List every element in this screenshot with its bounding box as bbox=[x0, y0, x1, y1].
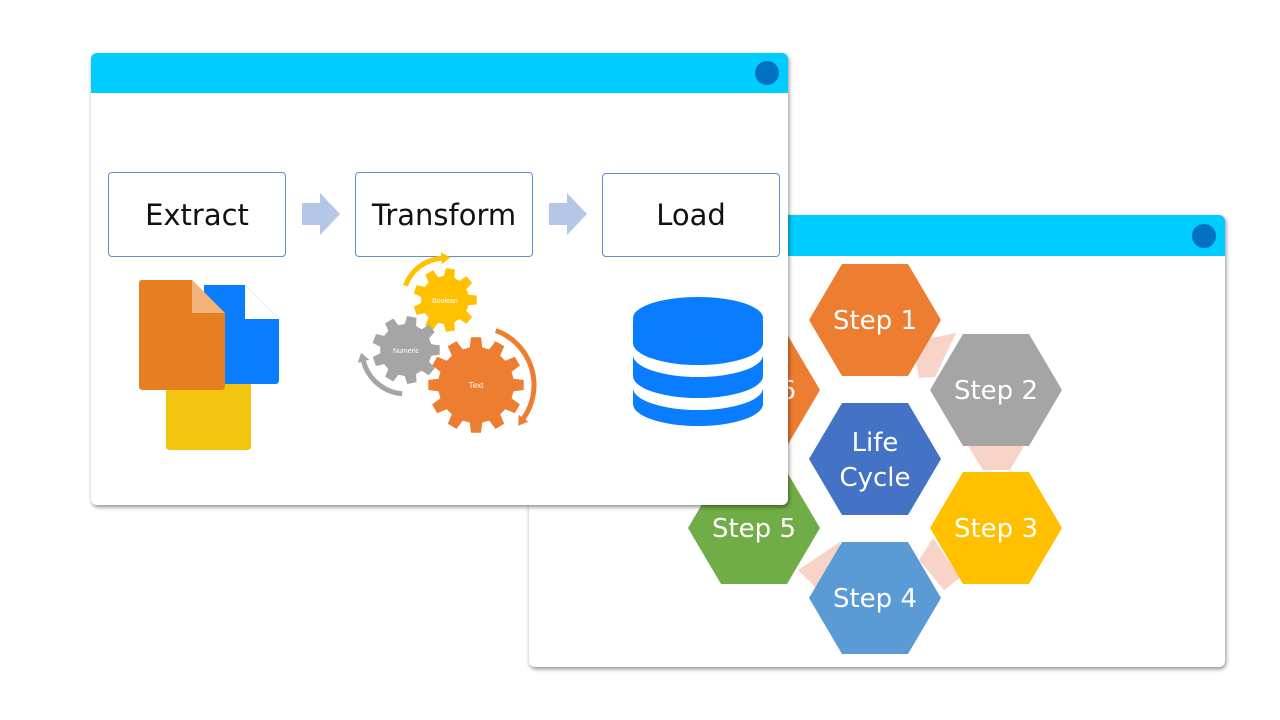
hex-connector bbox=[919, 538, 960, 590]
lifecycle-step-2[interactable]: Step 2 bbox=[930, 334, 1062, 446]
load-stage-label: Load bbox=[656, 198, 726, 232]
gear-boolean-icon: Boolean bbox=[403, 252, 477, 332]
lifecycle-step-label: Step 3 bbox=[954, 514, 1038, 544]
documents-icon bbox=[139, 280, 279, 450]
hex-connector bbox=[968, 446, 1024, 470]
gear-rotation-arc bbox=[403, 255, 442, 287]
center-hexagon-shape bbox=[809, 403, 941, 515]
lifecycle-step-1[interactable]: Step 1 bbox=[809, 264, 941, 376]
etl-window-circle-button[interactable] bbox=[755, 61, 779, 85]
transform-stage-label: Transform bbox=[371, 197, 517, 232]
gear-arrowhead-icon bbox=[518, 414, 529, 426]
gear-shape bbox=[428, 337, 524, 433]
gear-rotation-arc bbox=[494, 328, 537, 420]
hexagon-shape bbox=[930, 334, 1062, 446]
gear-label: Boolean bbox=[432, 298, 458, 305]
database-icon bbox=[633, 297, 763, 426]
document-fold-icon bbox=[192, 280, 225, 313]
extract-stage-label: Extract bbox=[145, 197, 249, 232]
lifecycle-step-label: Step 4 bbox=[833, 584, 917, 614]
lifecycle-step-label: Step 5 bbox=[712, 514, 796, 544]
lifecycle-step-label: Step 1 bbox=[833, 306, 917, 336]
hexagon-shape bbox=[809, 264, 941, 376]
arrow-right-icon bbox=[549, 193, 587, 235]
document-fold-icon bbox=[245, 285, 279, 319]
hexagon-shape bbox=[930, 472, 1062, 584]
gear-shape bbox=[372, 316, 440, 384]
gear-arrowhead-icon bbox=[357, 352, 370, 363]
extract-stage: Extract bbox=[108, 172, 286, 257]
center-label-line2: Cycle bbox=[839, 463, 910, 493]
gear-arrowhead-icon bbox=[440, 252, 451, 265]
lifecycle-window-circle-button[interactable] bbox=[1192, 224, 1216, 248]
transform-stage: Transform bbox=[355, 172, 533, 257]
hexagon-shape bbox=[809, 542, 941, 654]
arrow-right-icon bbox=[302, 193, 340, 235]
gear-shape bbox=[413, 268, 477, 332]
gear-text-icon: Text bbox=[428, 328, 537, 433]
lifecycle-step-3[interactable]: Step 3 bbox=[930, 472, 1062, 584]
lifecycle-step-label: Step 2 bbox=[954, 376, 1038, 406]
gear-label: Text bbox=[469, 381, 484, 390]
etl-window-title-bar[interactable] bbox=[91, 53, 788, 93]
center-label-line1: Life bbox=[852, 428, 899, 458]
lifecycle-step-4[interactable]: Step 4 bbox=[809, 542, 941, 654]
load-stage: Load bbox=[602, 173, 780, 257]
gear-numeric-icon: Numeric bbox=[357, 316, 440, 397]
gear-label: Numeric bbox=[393, 348, 420, 355]
gear-rotation-arc bbox=[361, 360, 403, 397]
